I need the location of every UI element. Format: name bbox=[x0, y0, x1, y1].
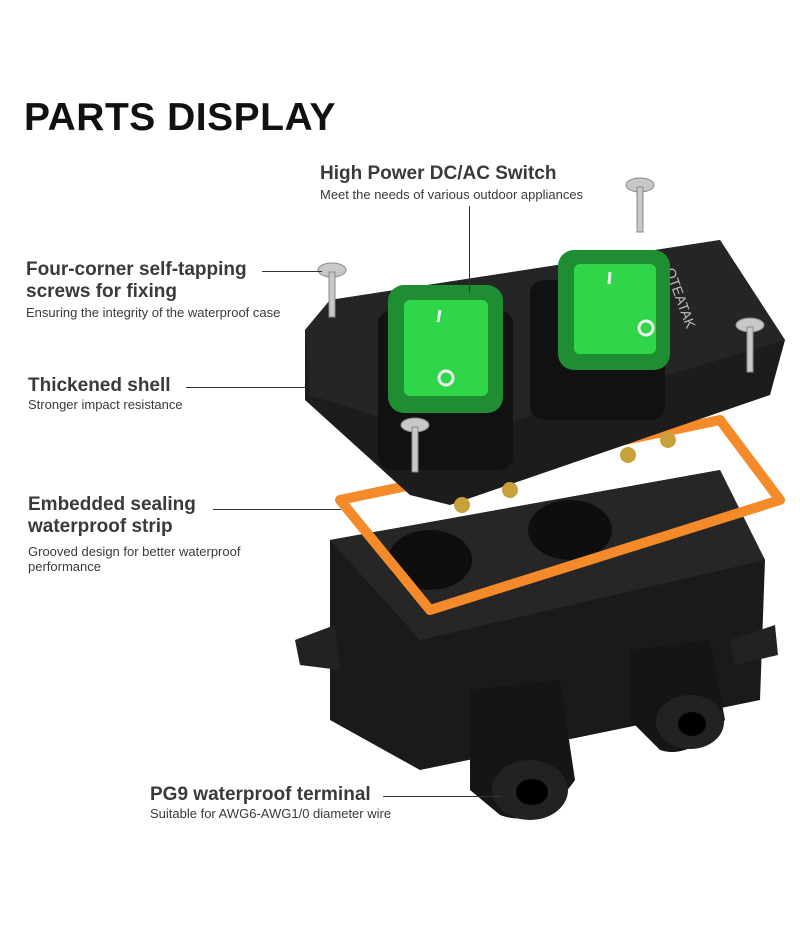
callout-text: Stronger impact resistance bbox=[28, 397, 183, 412]
leader-line bbox=[213, 509, 341, 510]
callout-text: performance bbox=[28, 559, 101, 574]
callout-heading: Thickened shell bbox=[28, 375, 171, 396]
callout-switch: High Power DC/AC Switch Meet the needs o… bbox=[320, 163, 583, 202]
callout-text: Grooved design for better waterproof bbox=[28, 544, 241, 559]
leader-line bbox=[383, 796, 501, 797]
callout-strip: Embedded sealing waterproof strip Groove… bbox=[28, 494, 240, 574]
cable-gland-right bbox=[630, 640, 725, 752]
leader-line bbox=[186, 387, 306, 388]
callout-heading: Embedded sealing bbox=[28, 494, 196, 515]
terminal-screws bbox=[454, 432, 676, 513]
switch-left bbox=[378, 285, 513, 470]
cable-gland-left bbox=[470, 680, 575, 820]
switch-right bbox=[530, 250, 670, 420]
callout-heading: waterproof strip bbox=[28, 516, 173, 537]
callout-text: Suitable for AWG6-AWG1/0 diameter wire bbox=[150, 806, 392, 821]
callout-text: Ensuring the integrity of the waterproof… bbox=[26, 305, 281, 320]
callout-heading: High Power DC/AC Switch bbox=[320, 163, 557, 184]
callout-heading: Four-corner self-tapping bbox=[26, 259, 247, 280]
callout-text: Meet the needs of various outdoor applia… bbox=[320, 187, 584, 202]
page-title: PARTS DISPLAY bbox=[24, 96, 337, 139]
callout-heading: PG9 waterproof terminal bbox=[150, 784, 371, 805]
callout-terminal: PG9 waterproof terminal Suitable for AWG… bbox=[150, 784, 391, 821]
leader-line bbox=[262, 271, 322, 272]
callout-screws: Four-corner self-tapping screws for fixi… bbox=[26, 259, 280, 320]
screw-icon bbox=[317, 177, 765, 473]
leader-line bbox=[469, 206, 470, 292]
callout-shell: Thickened shell Stronger impact resistan… bbox=[28, 375, 183, 412]
callout-heading: screws for fixing bbox=[26, 281, 177, 302]
